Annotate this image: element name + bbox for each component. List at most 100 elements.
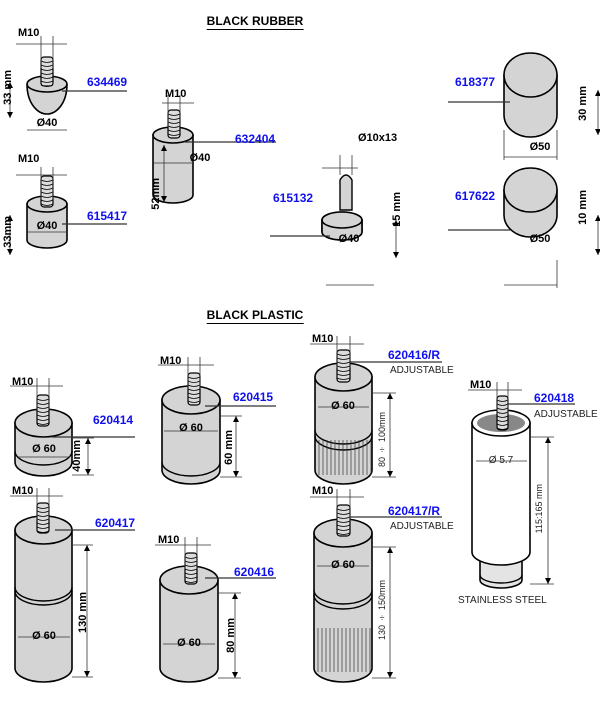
- thread-ridge: [336, 369, 351, 372]
- thread-ridge: [336, 512, 351, 515]
- thread-ridge: [36, 398, 50, 401]
- thread-ridge: [40, 191, 54, 194]
- thread-stud: [167, 109, 181, 139]
- thread-ridge: [36, 510, 50, 513]
- body-seam: [14, 590, 73, 606]
- thread-ridge: [40, 84, 54, 87]
- thread-ridge: [336, 365, 351, 368]
- diameter-label: Ø40: [189, 152, 211, 164]
- product-code-618377[interactable]: 618377: [455, 75, 496, 89]
- thread-ridge: [187, 400, 201, 403]
- diameter-label: Ø 60: [331, 400, 355, 412]
- cylinder-body: [161, 399, 221, 485]
- thread-ridge: [336, 373, 351, 376]
- product-code-620414[interactable]: 620414: [93, 413, 134, 427]
- thread-ridge: [167, 133, 181, 136]
- thread-ridge: [496, 399, 509, 402]
- thread-ridge: [184, 572, 198, 575]
- thread-label: M10: [160, 355, 182, 367]
- thread-ridge: [496, 415, 509, 418]
- thread-ridge: [336, 516, 351, 519]
- cylinder-body: [152, 134, 194, 204]
- adjustable-note: ADJUSTABLE: [534, 409, 598, 420]
- product-code-617622[interactable]: 617622: [455, 189, 496, 203]
- thread-ridge: [36, 402, 50, 405]
- thread-label: M10: [12, 485, 34, 497]
- body-seam: [313, 594, 373, 610]
- thread-ridge: [184, 560, 198, 563]
- product-code-620415[interactable]: 620415: [233, 390, 274, 404]
- thread-ridge: [187, 396, 201, 399]
- height-label: 115:165 mm: [534, 484, 544, 534]
- thread-ridge: [496, 423, 509, 426]
- diameter-label: Ø 60: [331, 559, 355, 571]
- thread-ridge: [40, 76, 54, 79]
- thread-ridge: [496, 419, 509, 422]
- dimension-arrow: [161, 145, 167, 202]
- thread-ridge: [40, 72, 54, 75]
- cylinder-body: [314, 376, 373, 485]
- adjustable-note: ADJUSTABLE: [390, 521, 454, 532]
- height-label: 30 mm: [577, 86, 589, 121]
- product-code-615132[interactable]: 615132: [273, 191, 314, 205]
- diameter-label: Ø 60: [32, 443, 56, 455]
- body-seam: [161, 461, 221, 477]
- cylinder-body: [159, 579, 219, 683]
- thread-ridge: [36, 418, 50, 421]
- cylinder-top: [503, 52, 558, 98]
- product-code-620416[interactable]: 620416: [234, 565, 275, 579]
- body-seam: [314, 429, 373, 445]
- thread-ridge: [336, 508, 351, 511]
- thread-ridge: [184, 564, 198, 567]
- thread-ridge: [187, 376, 201, 379]
- product-code-620418[interactable]: 620418: [534, 391, 575, 405]
- height-label: 40mm: [71, 440, 83, 472]
- thread-ridge: [167, 129, 181, 132]
- thread-ridge: [336, 353, 351, 356]
- thread-ridge: [36, 530, 50, 533]
- thread-ridge: [187, 388, 201, 391]
- thread-label: M10: [312, 485, 334, 497]
- thread-ridge: [184, 576, 198, 579]
- thread-label: M10: [18, 27, 40, 39]
- section-title-rubber: BLACK RUBBER: [206, 14, 304, 30]
- thread-ridge: [40, 60, 54, 63]
- thread-ridge: [187, 380, 201, 383]
- product-code-634469[interactable]: 634469: [87, 75, 128, 89]
- diameter-label: Ø40: [36, 117, 58, 129]
- pin-stud: [339, 174, 353, 211]
- product-code-620416-r[interactable]: 620416/R: [388, 348, 441, 362]
- thread-ridge: [40, 80, 54, 83]
- cylinder-top: [321, 211, 363, 229]
- thread-label: M10: [312, 333, 334, 345]
- product-code-615417[interactable]: 615417: [87, 209, 128, 223]
- cylinder-body: [14, 529, 73, 683]
- body-seam: [479, 574, 523, 584]
- thread-ridge: [336, 377, 351, 380]
- thread-ridge: [36, 522, 50, 525]
- thread-ridge: [40, 195, 54, 198]
- height-label: 130 mm: [77, 592, 89, 633]
- thread-ridge: [167, 125, 181, 128]
- product-code-620417[interactable]: 620417: [95, 516, 136, 530]
- diameter-label: Ø 5.7: [488, 455, 514, 466]
- thread-ridge: [167, 121, 181, 124]
- thread-ridge: [36, 526, 50, 529]
- thread-ridge: [40, 68, 54, 71]
- cylinder-body: [26, 203, 68, 249]
- dimension-arrow: [595, 215, 600, 255]
- diameter-label: Ø50: [529, 141, 551, 153]
- diameter-label: Ø 60: [177, 637, 201, 649]
- height-label: 80 mm: [225, 618, 237, 653]
- product-code-620417-r[interactable]: 620417/R: [388, 504, 441, 518]
- thread-ridge: [40, 187, 54, 190]
- thread-ridge: [496, 427, 509, 430]
- thread-stud: [36, 394, 50, 427]
- section-title-plastic: BLACK PLASTIC: [206, 308, 304, 324]
- thread-ridge: [336, 524, 351, 527]
- thread-ridge: [167, 113, 181, 116]
- body-seam: [14, 586, 73, 602]
- thread-ridge: [36, 518, 50, 521]
- product-code-632404[interactable]: 632404: [235, 132, 276, 146]
